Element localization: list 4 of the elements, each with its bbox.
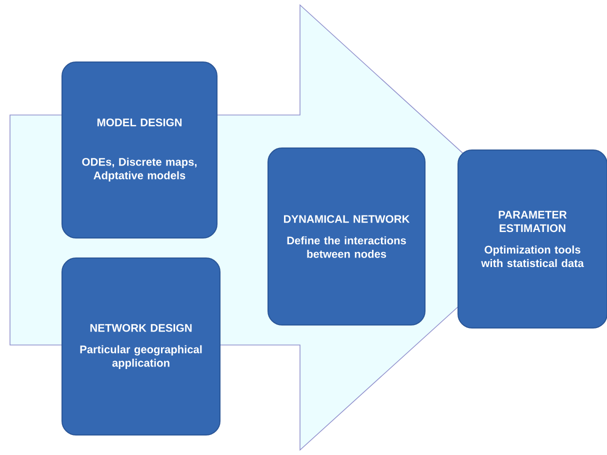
process-box: PARAMETER ESTIMATION Optimization tools with statistical data (458, 150, 607, 328)
process-box: DYNAMICAL NETWORK Define the interactions between nodes (268, 148, 426, 326)
process-box: NETWORK DESIGN Particular geographical application (62, 258, 220, 436)
process-box: MODEL DESIGN ODEs, Discrete maps, Adptative models (62, 62, 218, 238)
